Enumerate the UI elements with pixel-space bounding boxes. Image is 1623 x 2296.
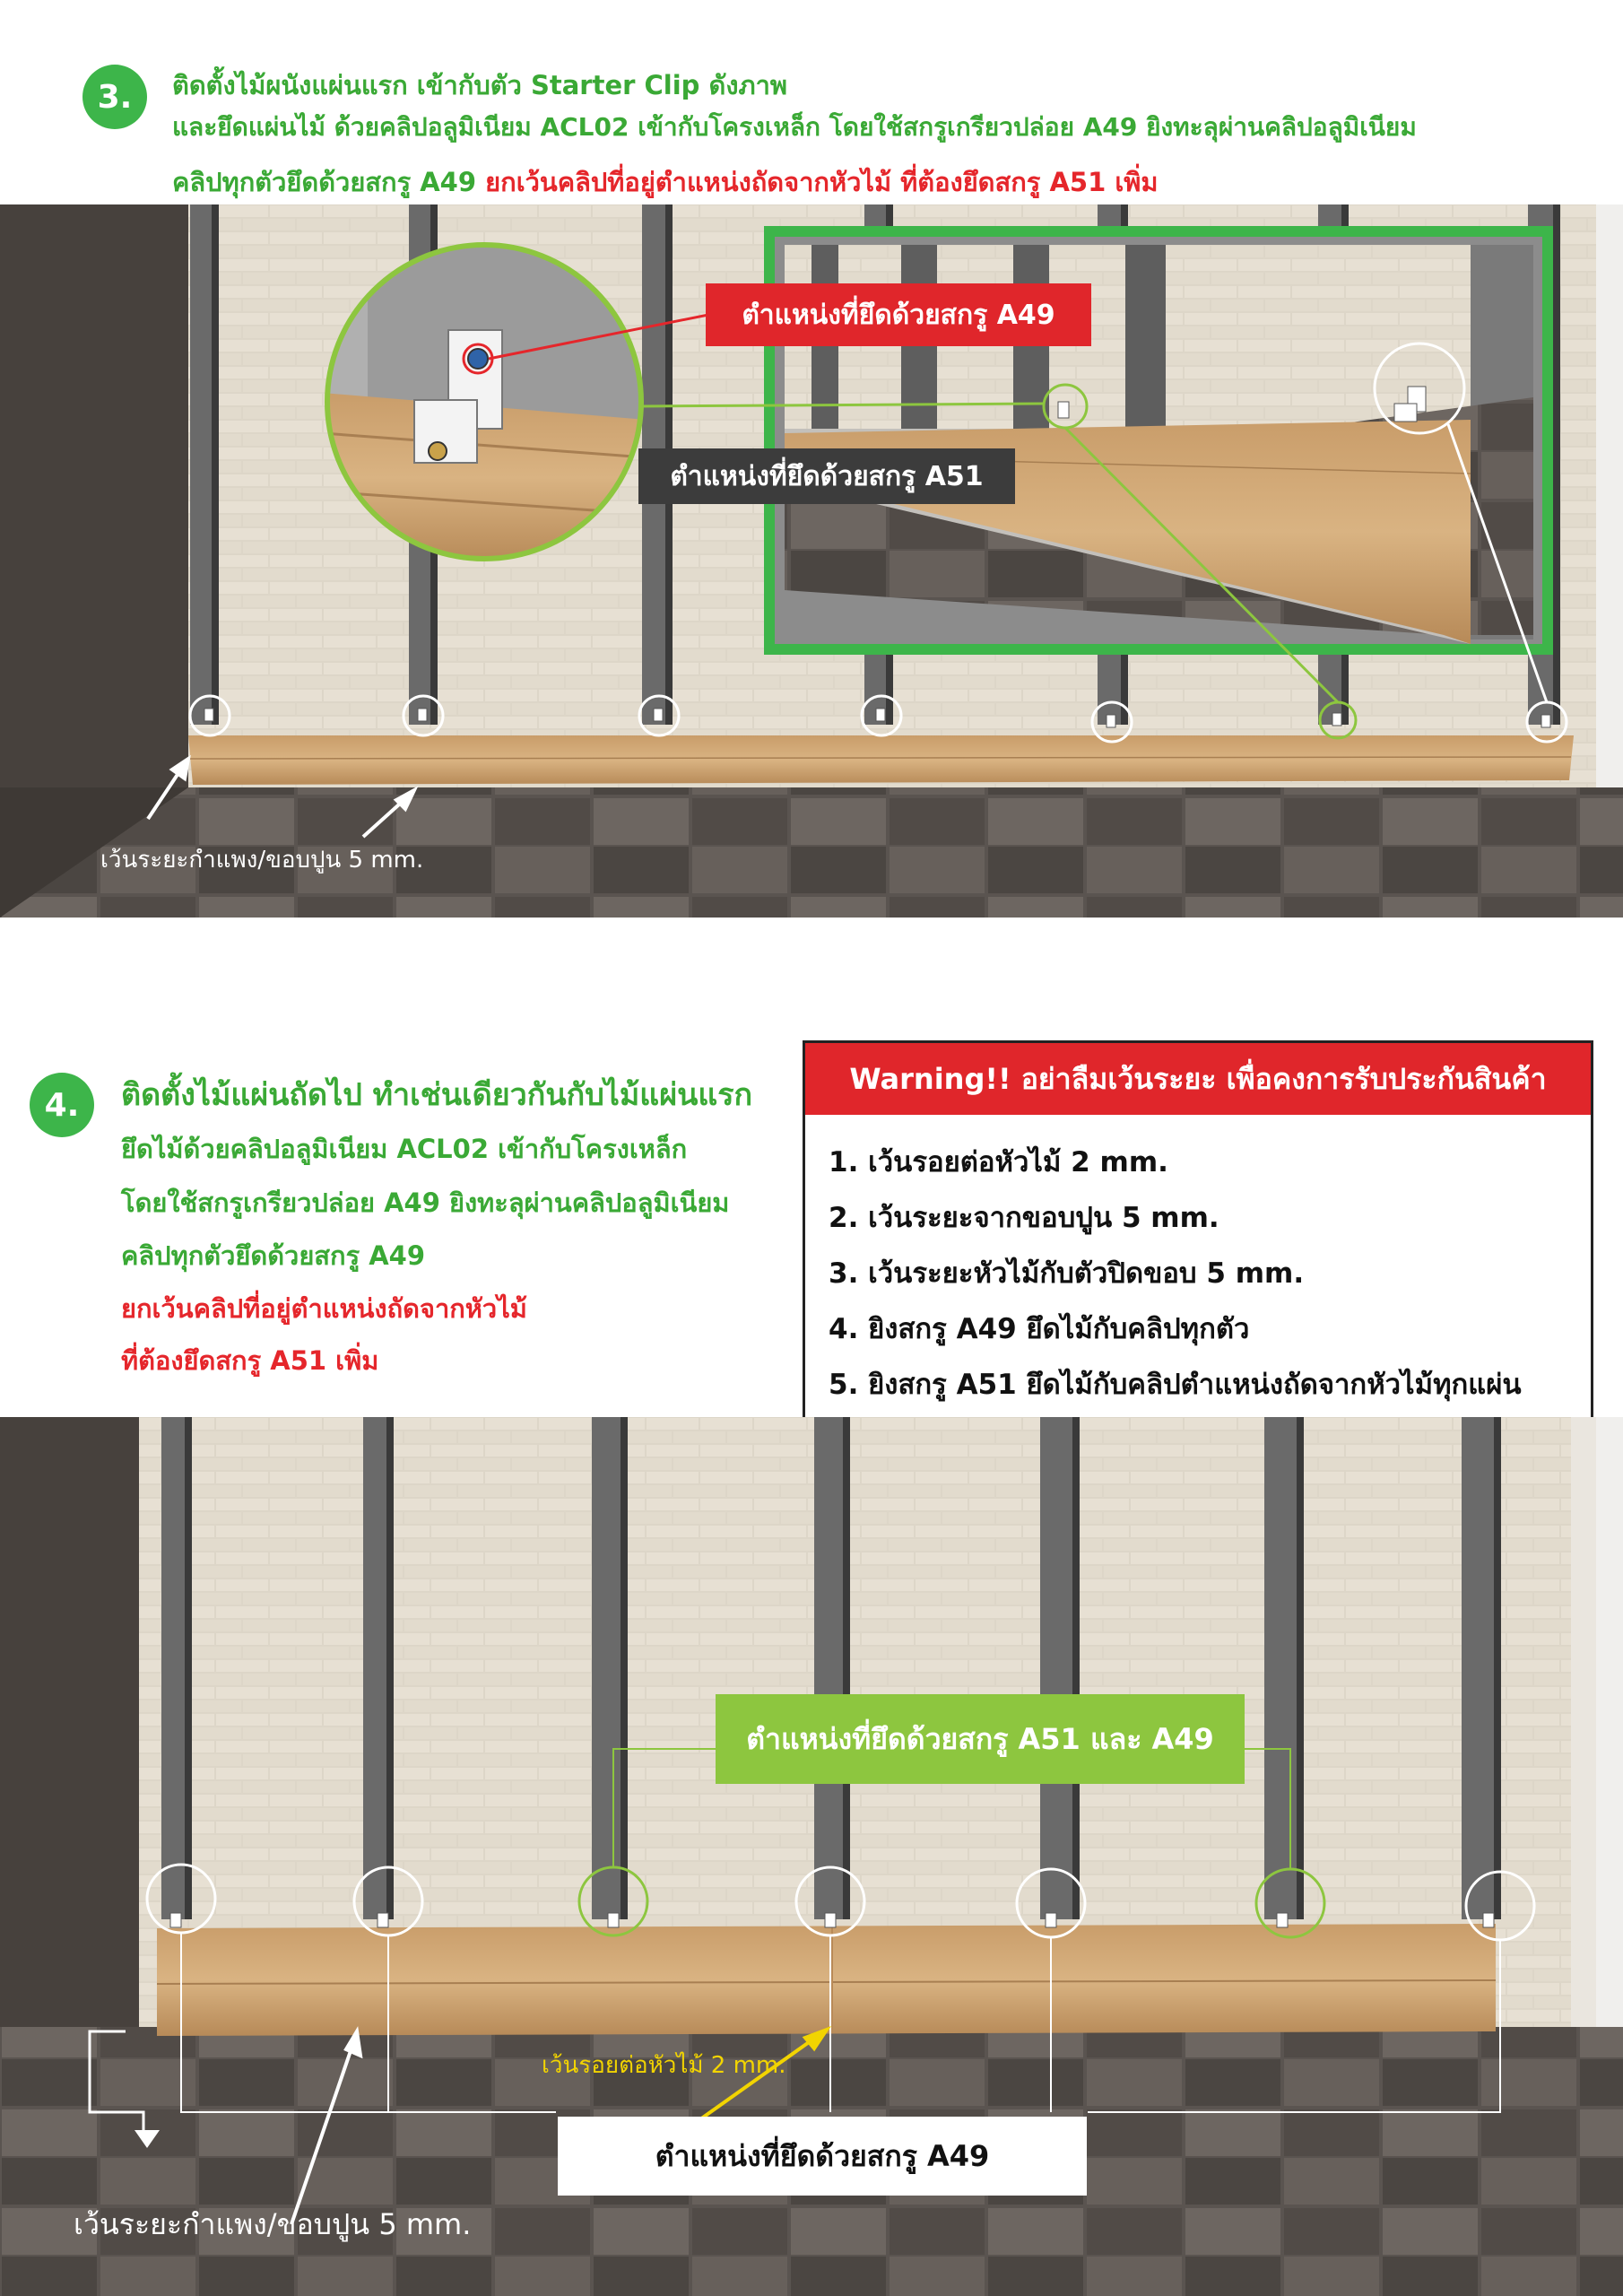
step3-badge: 3.	[82, 65, 147, 129]
step4-line-2: โดยใช้สกรูเกรียวปล่อย A49 ยิงทะลุผ่านคลิ…	[121, 1187, 730, 1218]
warning-item: 5. ยิงสกรู A51 ยึดไม้กับคลิปตำแหน่งถัดจา…	[829, 1369, 1522, 1401]
step4-badge: 4.	[30, 1073, 94, 1137]
step4-line-5: ที่ต้องยึดสกรู A51 เพิ่ม	[121, 1345, 379, 1376]
step4-title: ติดตั้งไม้แผ่นถัดไป ทำเช่นเดียวกันกับไม้…	[121, 1077, 753, 1113]
step4-line-4: ยกเว้นคลิปที่อยู่ตำแหน่งถัดจากหัวไม้	[121, 1293, 527, 1324]
step3-a51-label: ตำแหน่งที่ยึดด้วยสกรู A51	[638, 448, 1015, 504]
warning-header: Warning!! อย่าลืมเว้นระยะ เพื่อคงการรับป…	[805, 1043, 1591, 1115]
warning-item: 2. เว้นระยะจากขอบปูน 5 mm.	[829, 1202, 1219, 1234]
step3-line1: ติดตั้งไม้ผนังแผ่นแรก เข้ากับตัว Starter…	[172, 70, 788, 100]
warning-list: 1. เว้นรอยต่อหัวไม้ 2 mm. 2. เว้นระยะจาก…	[805, 1115, 1591, 1413]
warning-item: 3. เว้นระยะหัวไม้กับตัวปิดขอบ 5 mm.	[829, 1257, 1305, 1290]
step4-line-3: คลิปทุกตัวยึดด้วยสกรู A49	[121, 1240, 426, 1271]
warning-item: 1. เว้นรอยต่อหัวไม้ 2 mm.	[829, 1146, 1168, 1178]
warning-item: 4. ยิงสกรู A49 ยึดไม้กับคลิปทุกตัว	[829, 1313, 1250, 1345]
step4-joint-note: เว้นรอยต่อหัวไม้ 2 mm.	[542, 2052, 786, 2079]
step3-a49-label: ตำแหน่งที่ยึดด้วยสกรู A49	[706, 283, 1091, 346]
step4-line-1: ยึดไม้ด้วยคลิปอลูมิเนียม ACL02 เข้ากับโค…	[121, 1134, 688, 1164]
step4-a51-a49-label: ตำแหน่งที่ยึดด้วยสกรู A51 และ A49	[716, 1694, 1245, 1784]
warning-box: Warning!! อย่าลืมเว้นระยะ เพื่อคงการรับป…	[803, 1040, 1593, 1449]
step3-line3-green: คลิปทุกตัวยึดด้วยสกรู A49	[172, 167, 477, 197]
step4-a49-label: ตำแหน่งที่ยึดด้วยสกรู A49	[558, 2117, 1087, 2196]
step3-line3: คลิปทุกตัวยึดด้วยสกรู A49 ยกเว้นคลิปที่อ…	[172, 161, 1159, 203]
step3-line3-red: ยกเว้นคลิปที่อยู่ตำแหน่งถัดจากหัวไม้ ที่…	[485, 167, 1159, 197]
step3-line2: และยึดแผ่นไม้ ด้วยคลิปอลูมิเนียม ACL02 เ…	[172, 112, 1417, 142]
step3-gap-note: เว้นระยะกำแพง/ขอบปูน 5 mm.	[100, 847, 424, 874]
step4-gap-note: เว้นระยะกำแพง/ขอบปูน 5 mm.	[74, 2207, 472, 2241]
